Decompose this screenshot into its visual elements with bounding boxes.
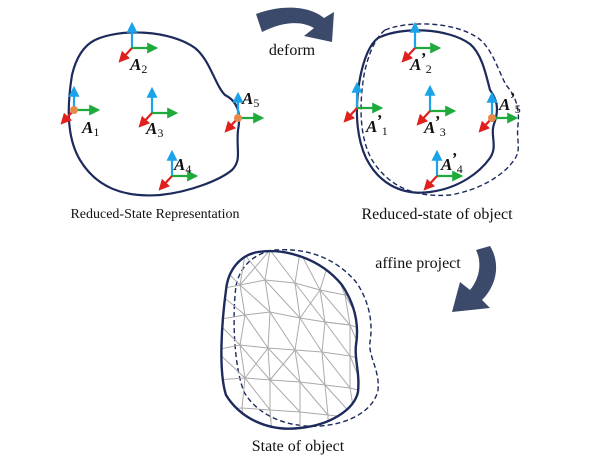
anchor-label-a2: A2 — [129, 55, 147, 76]
original-outline-dashed — [360, 23, 520, 197]
anchor-label-a2-prime: A’2 — [409, 49, 432, 76]
anchor-frame-a4-prime — [423, 149, 464, 191]
anchor-frame-a3-prime — [416, 84, 457, 126]
deform-arrow: deform — [256, 7, 334, 59]
anchor-label-a1: A1 — [81, 118, 99, 139]
object-outline — [67, 31, 241, 197]
affine-project-arrow: affine project — [375, 246, 497, 312]
deform-label: deform — [269, 42, 316, 59]
anchor-frame-a1-prime — [343, 81, 384, 123]
anchor-dot — [70, 106, 78, 114]
anchor-label-a1-prime: A’1 — [365, 111, 388, 138]
reduced-state-panel: A1 A2 A3 A4 A5 Reduced-State Representat… — [60, 21, 265, 222]
caption-reduced-state-of-object: Reduced-state of object — [361, 206, 513, 223]
anchor-frame-a4 — [158, 149, 199, 191]
curved-arrow-icon — [452, 246, 497, 312]
anchor-label-a5: A5 — [241, 89, 259, 110]
caption-reduced-state-representation: Reduced-State Representation — [70, 207, 239, 222]
caption-state-of-object: State of object — [252, 438, 345, 455]
anchor-label-a5-prime: A’5 — [498, 89, 521, 116]
anchor-dot — [234, 114, 242, 122]
anchor-label-a3-prime: A’3 — [423, 112, 446, 139]
anchor-frame-a2 — [118, 21, 159, 63]
state-of-object-panel: State of object — [220, 249, 379, 455]
triangle-mesh — [221, 251, 359, 429]
anchor-frame-a2-prime — [401, 21, 442, 63]
deformed-state-panel: A’1 A’2 A’3 A’4 A’5 Reduced-state of obj… — [343, 21, 521, 223]
anchor-label-a4-prime: A’4 — [440, 149, 463, 176]
affine-project-label: affine project — [375, 255, 461, 272]
anchor-frame-a5-prime — [478, 91, 519, 133]
anchor-dot — [488, 114, 496, 122]
anchor-frame-a3 — [138, 86, 179, 128]
anchor-frame-a1 — [60, 85, 101, 125]
anchor-label-a3: A3 — [145, 119, 163, 140]
object-outline — [220, 250, 360, 430]
curved-arrow-icon — [256, 7, 334, 43]
anchor-label-a4: A4 — [173, 155, 191, 176]
anchor-frame-a5 — [224, 91, 265, 133]
